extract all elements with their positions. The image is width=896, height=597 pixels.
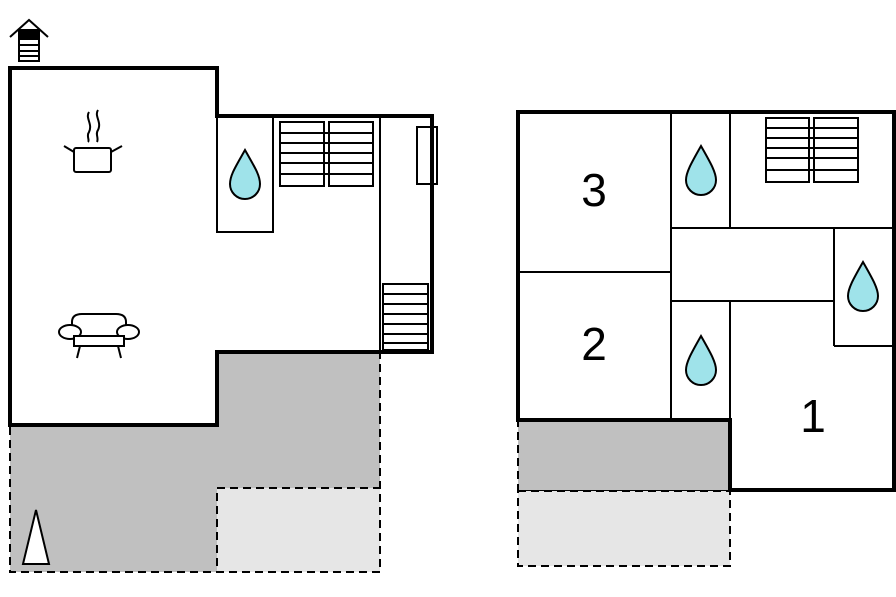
bathroom-partition <box>216 116 274 233</box>
staircase-icon <box>765 117 859 183</box>
water-drop-icon <box>684 143 718 196</box>
upper-floor: 3 2 1 <box>516 110 896 567</box>
cooking-pot-icon <box>63 109 123 173</box>
water-drop-icon <box>846 259 880 312</box>
sofa-icon <box>58 313 140 359</box>
north-arrow-icon <box>21 509 51 565</box>
ground-floor <box>8 18 438 573</box>
wall-cabinet <box>416 126 438 185</box>
staircase-icon <box>279 121 374 187</box>
terrace-area <box>517 419 731 492</box>
parking-area <box>517 490 731 567</box>
staircase-icon <box>382 283 429 351</box>
water-drop-icon <box>228 147 262 200</box>
water-drop-icon <box>684 333 718 386</box>
room-number-1: 1 <box>800 390 826 442</box>
house-entrance-icon <box>9 18 49 62</box>
room-number-3: 3 <box>581 164 607 216</box>
parking-area <box>216 487 381 573</box>
room-number-2: 2 <box>581 318 607 370</box>
